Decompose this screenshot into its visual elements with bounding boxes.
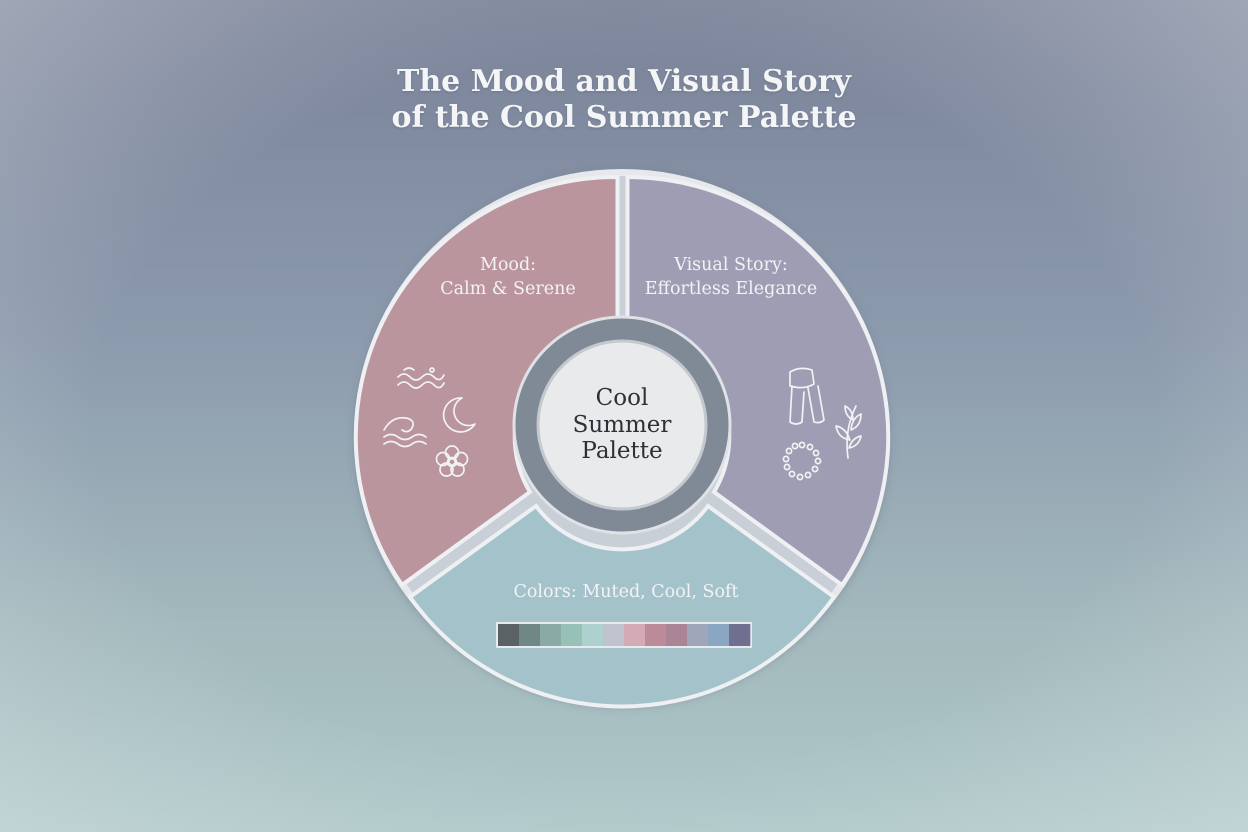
color-swatch	[498, 624, 520, 646]
title-line-2: of the Cool Summer Palette	[391, 100, 857, 135]
scarf-icon	[789, 367, 825, 425]
title-line-1: The Mood and Visual Story	[397, 64, 851, 99]
color-swatch	[624, 624, 646, 646]
center-disc	[536, 339, 708, 511]
center-label-line-2: Summer	[573, 412, 672, 438]
leaf-sprig-icon	[835, 405, 862, 459]
mood-label-line-1: Mood:	[480, 255, 536, 275]
color-swatch	[519, 624, 541, 646]
flower-icon	[435, 445, 469, 477]
color-swatch	[603, 624, 625, 646]
mood-label-line-2: Calm & Serene	[440, 279, 575, 299]
center-label-line-3: Palette	[581, 438, 662, 464]
color-swatch	[687, 624, 709, 646]
color-swatch	[729, 624, 751, 646]
center-label-line-1: Cool	[596, 385, 649, 411]
page-title: The Mood and Visual Story of the Cool Su…	[0, 64, 1248, 136]
ocean-wave-icon	[383, 416, 427, 448]
color-swatch	[666, 624, 688, 646]
waves-icon	[397, 367, 445, 389]
color-swatch	[540, 624, 562, 646]
visual-story-label-line-1: Visual Story:	[673, 255, 787, 275]
swatch-strip	[498, 624, 751, 646]
visual-story-label-line-2: Effortless Elegance	[645, 279, 817, 299]
colors-segment[interactable]	[407, 503, 837, 709]
color-swatch	[561, 624, 583, 646]
color-swatch	[645, 624, 667, 646]
pearl-necklace-icon	[782, 441, 822, 481]
color-swatch	[708, 624, 730, 646]
color-swatch	[582, 624, 604, 646]
colors-label: Colors: Muted, Cool, Soft	[514, 582, 739, 602]
crescent-moon-icon	[442, 397, 476, 433]
